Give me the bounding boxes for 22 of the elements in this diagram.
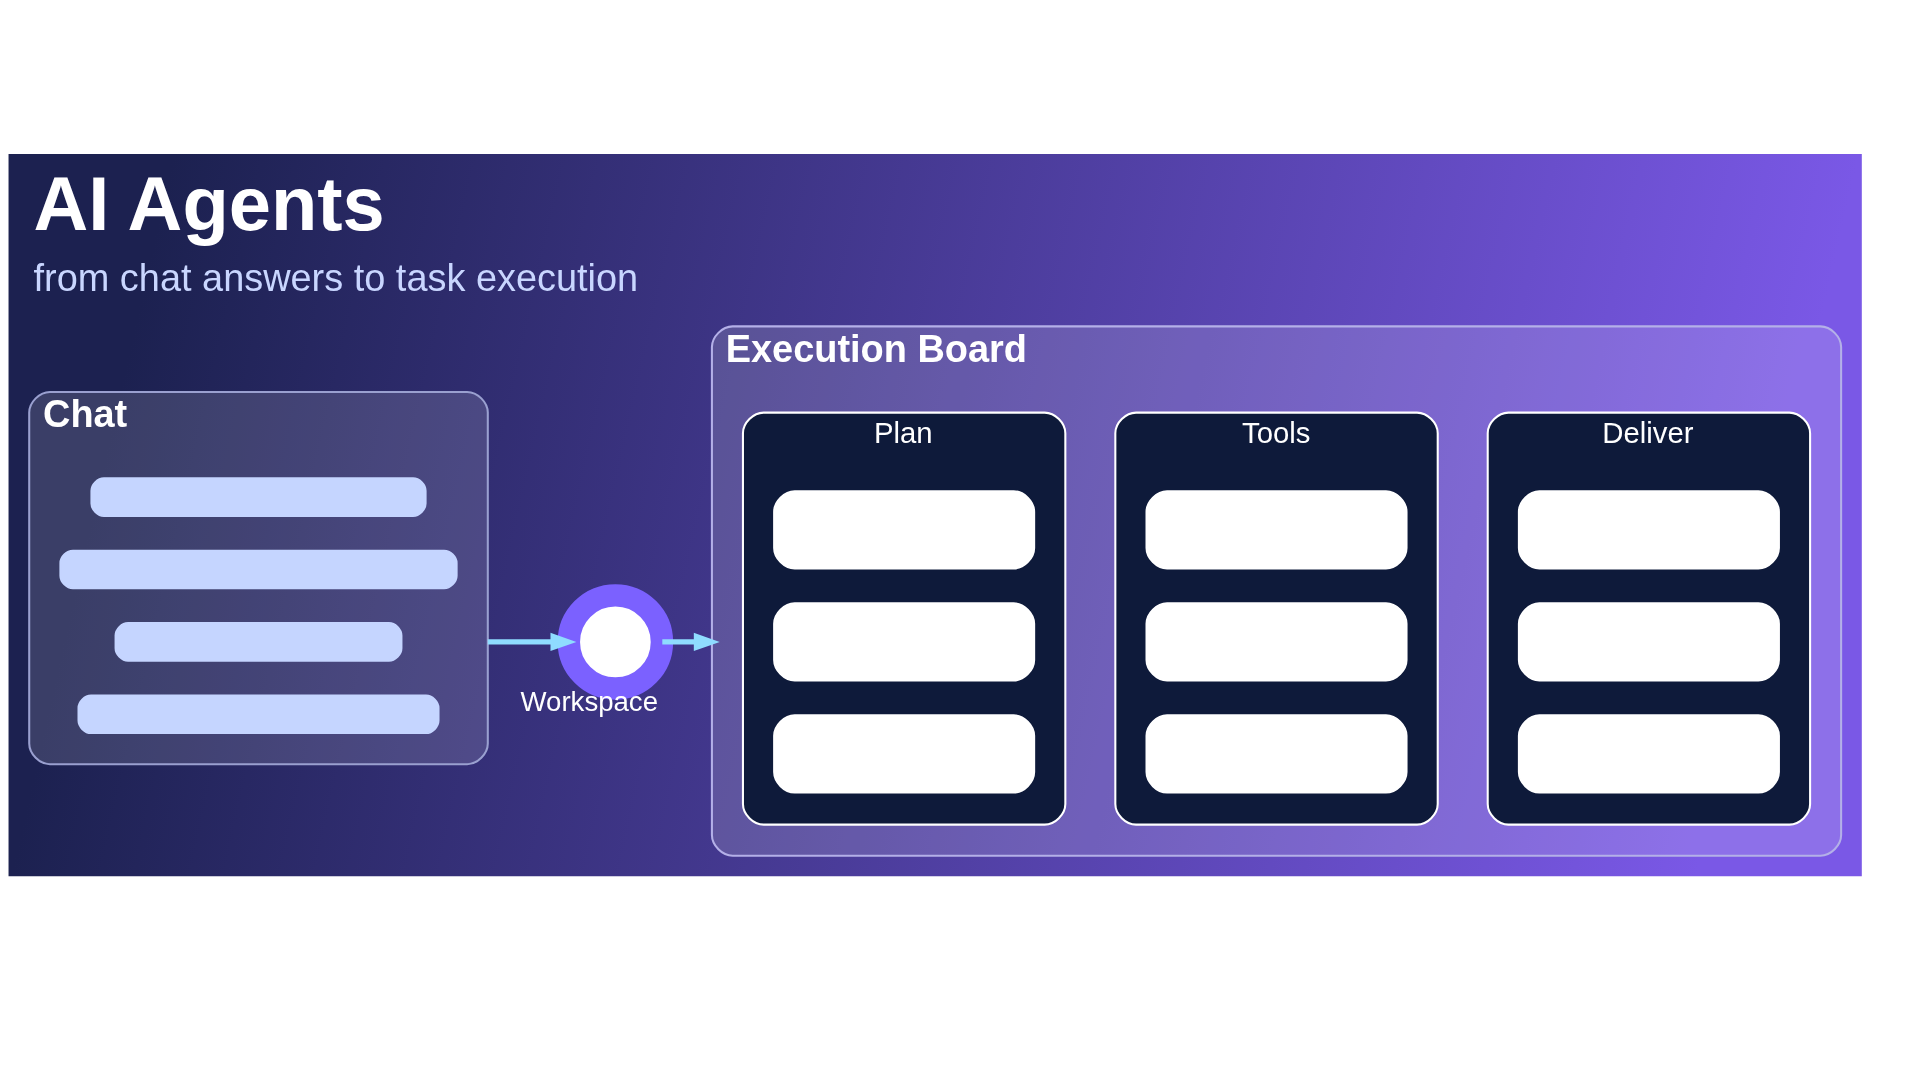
node-box xyxy=(773,490,1036,570)
node-bar xyxy=(90,477,427,517)
node-box xyxy=(1145,490,1408,570)
node-box xyxy=(773,602,1036,682)
node-box xyxy=(1517,490,1780,570)
arrow xyxy=(487,632,577,651)
node-box xyxy=(1517,602,1780,682)
node-box xyxy=(1145,714,1408,794)
cluster: Chat xyxy=(28,390,489,766)
node-bar xyxy=(59,549,458,590)
cluster: Deliver xyxy=(1486,411,1812,826)
arrow xyxy=(662,632,720,651)
node-bar xyxy=(114,622,403,662)
node-label: Workspace xyxy=(520,685,658,717)
node-box xyxy=(1517,714,1780,794)
node-box xyxy=(1145,602,1408,682)
diagram-title: AI Agents xyxy=(33,161,385,247)
cluster: Plan xyxy=(741,411,1067,826)
node-bar xyxy=(77,694,440,735)
cluster: Tools xyxy=(1114,411,1439,826)
node-box xyxy=(773,714,1036,794)
caption: from chat answers to task execution xyxy=(33,257,639,300)
